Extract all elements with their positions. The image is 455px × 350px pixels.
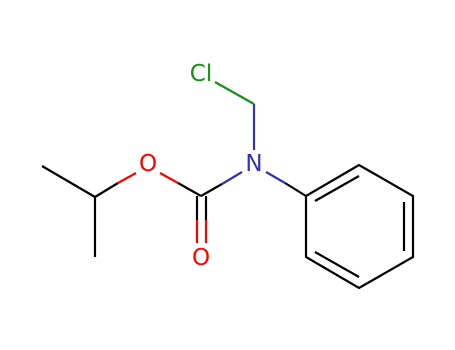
bond-ch-oether-c [94, 182, 119, 198]
bond-oether-ccarbonyl-c [177, 182, 202, 197]
bond-ch2-cl [214, 81, 255, 105]
atom-label-carbonyl-oxygen: O [192, 245, 210, 271]
bond-n-phenyl-n [265, 171, 286, 184]
phenyl-double-bond-3 [314, 251, 360, 278]
bond-oether-ccarbonyl-o [159, 172, 179, 184]
bond-c-n-c [200, 183, 223, 197]
bond-n-phenyl-c [284, 182, 307, 197]
atom-label-chlorine: Cl [190, 61, 212, 87]
bond-ch-oether-o [117, 172, 137, 184]
bond-c-n-n [221, 171, 243, 185]
phenyl-ring [304, 163, 415, 290]
atom-label-nitrogen: N [245, 151, 262, 177]
bond-methyl1-ch [41, 165, 96, 198]
phenyl-double-bond-1 [314, 175, 360, 202]
atom-label-ether-oxygen: O [139, 151, 157, 177]
